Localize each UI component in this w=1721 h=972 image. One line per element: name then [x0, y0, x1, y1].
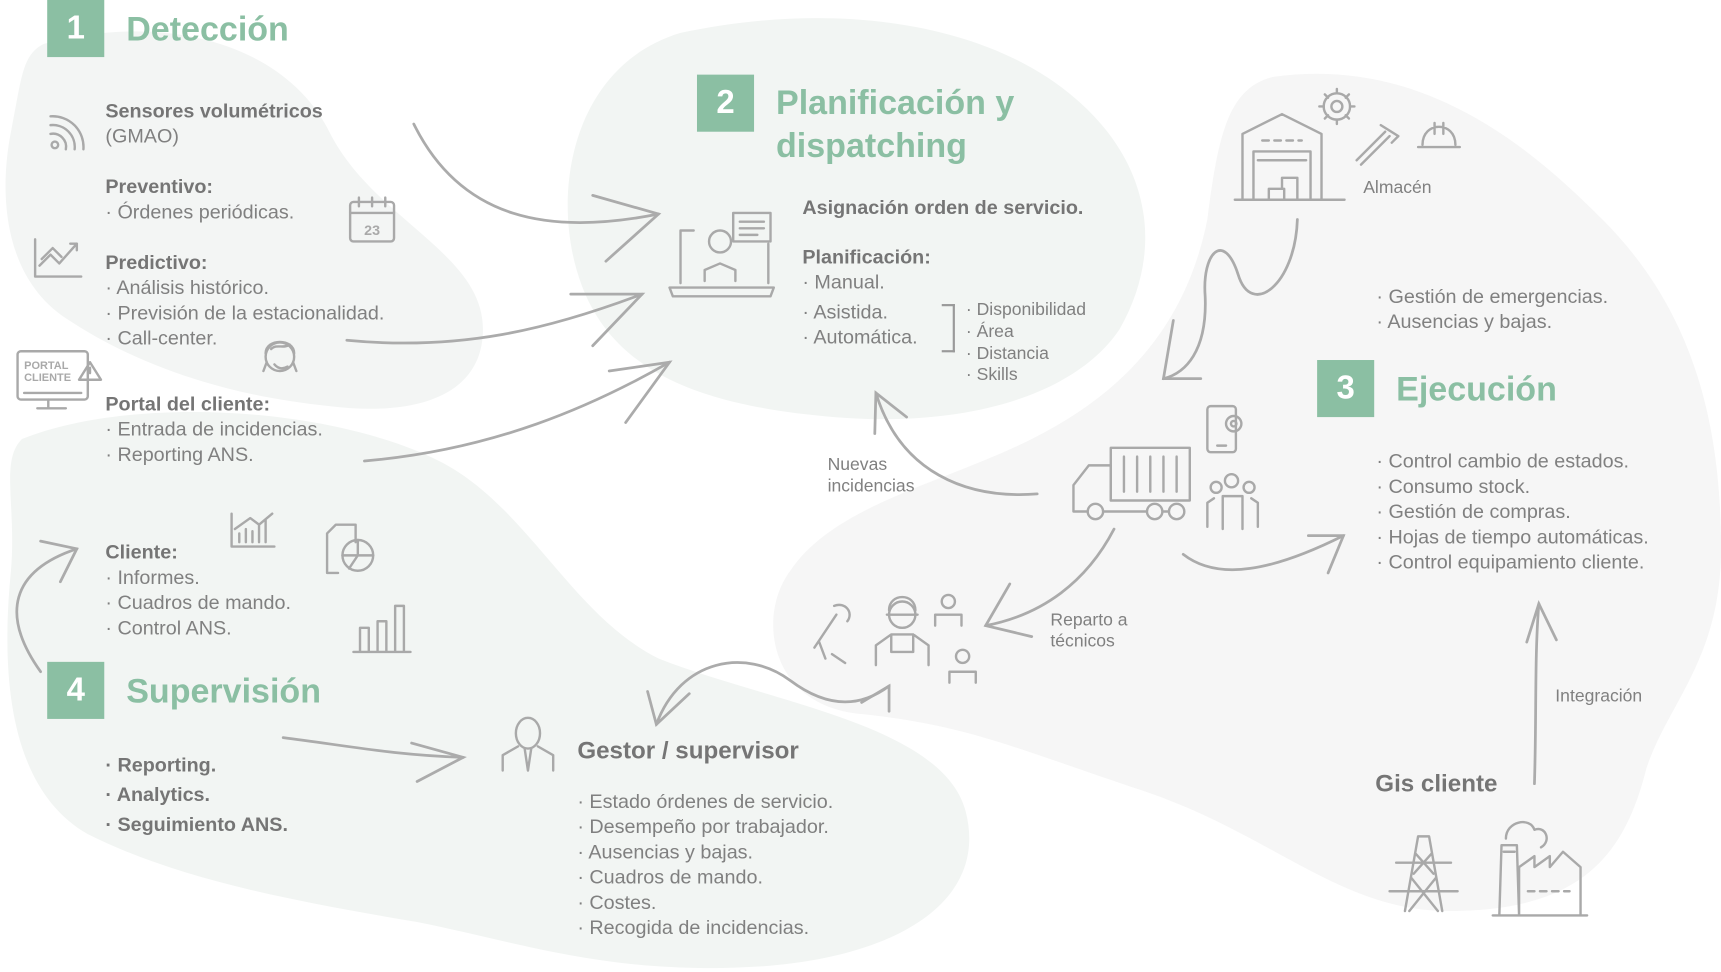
supervision-item: · Analytics.	[105, 783, 211, 806]
gis-client-title: Gis cliente	[1375, 769, 1498, 797]
execution-item: · Hojas de tiempo automáticas.	[1376, 525, 1649, 548]
manager-title: Gestor / supervisor	[577, 736, 799, 764]
predictive-title: Predictivo:	[105, 251, 208, 274]
sensors-subtitle: (GMAO)	[105, 125, 179, 148]
wifi-sensor-icon	[49, 115, 85, 151]
planning-title-line1: Planificación y	[776, 83, 1015, 122]
truck-icon	[1072, 446, 1192, 521]
sensors-title: Sensores volumétricos	[105, 99, 323, 122]
planning-item: · Manual.	[802, 271, 885, 294]
supervision-item: · Reporting.	[105, 754, 217, 777]
calendar-day: 23	[364, 223, 380, 239]
pipe-wrench-icon	[1355, 123, 1400, 166]
execution-title: Ejecución	[1396, 369, 1557, 409]
portal-title: Portal del cliente:	[105, 392, 271, 415]
client-item: · Cuadros de mando.	[105, 591, 291, 614]
arrow-truck-to-execution	[1181, 534, 1346, 575]
criteria-item: · Distancia	[965, 344, 1049, 364]
dispatch-label: Reparto a	[1050, 611, 1128, 631]
preventive-item: · Órdenes periódicas.	[105, 200, 295, 223]
preventive-title: Preventivo:	[105, 175, 213, 198]
factory-icon	[1491, 820, 1589, 917]
arrow-manager-technicians	[646, 661, 891, 727]
planning-item: · Asistida.	[802, 300, 888, 323]
portal-item: · Entrada de incidencias.	[105, 418, 323, 441]
predictive-item: · Análisis histórico.	[105, 276, 269, 299]
arrow-warehouse-to-truck	[1161, 218, 1299, 381]
mobile-settings-icon	[1206, 404, 1243, 454]
integration-label: Integración	[1555, 687, 1643, 706]
warehouse-label: Almacén	[1363, 178, 1432, 198]
report-chart-icon	[230, 512, 276, 548]
client-item: · Informes.	[105, 566, 200, 589]
detection-number-badge: 1	[47, 0, 105, 58]
manager-item: · Cuadros de mando.	[577, 866, 763, 888]
manager-item: · Desempeño por trabajador.	[577, 815, 829, 838]
arrow-loop-to-client	[15, 539, 79, 674]
execution-item: · Control equipamiento cliente.	[1376, 550, 1645, 573]
manager-item: · Costes.	[577, 891, 657, 914]
manager-avatar-icon	[501, 716, 555, 772]
bar-chart-icon	[352, 604, 412, 654]
client-title: Cliente:	[105, 541, 178, 564]
hard-hat-icon	[1416, 121, 1462, 149]
supervision-blob	[7, 411, 970, 969]
assignment-title: Asignación orden de servicio.	[802, 196, 1084, 219]
manager-item: · Recogida de incidencias.	[577, 916, 810, 939]
execution-top-item: · Gestión de emergencias.	[1376, 285, 1609, 308]
criteria-bracket	[941, 304, 955, 353]
arrow-supervision-to-manager	[281, 736, 467, 783]
manager-item: · Estado órdenes de servicio.	[577, 790, 834, 813]
arrow-dispatch-technicians	[983, 527, 1116, 638]
predictive-item: · Previsión de la estacionalidad.	[105, 301, 385, 324]
detection-title: Detección	[126, 9, 289, 49]
gear-icon	[1318, 87, 1356, 126]
dispatch-label: técnicos	[1050, 632, 1115, 651]
technicians-icon	[813, 593, 977, 684]
criteria-item: · Disponibilidad	[965, 300, 1086, 320]
supervision-item: · Seguimiento ANS.	[105, 813, 288, 836]
arrow-predictive-to-planning	[345, 292, 646, 348]
call-center-agent-icon	[262, 340, 298, 373]
supervision-title: Supervisión	[126, 671, 321, 711]
client-portal-monitor-icon	[16, 350, 103, 410]
warehouse-icon	[1233, 112, 1346, 201]
execution-item: · Control cambio de estados.	[1376, 450, 1629, 472]
detection-blob	[5, 31, 483, 409]
arrow-new-incidents	[873, 390, 1039, 496]
planning-item: · Automática.	[802, 325, 918, 348]
new-incidents-label: Nuevas	[827, 455, 888, 475]
manager-item: · Ausencias y bajas.	[577, 840, 754, 863]
criteria-item: · Skills	[965, 365, 1018, 385]
planning-subtitle: Planificación:	[802, 245, 931, 268]
team-icon	[1206, 472, 1260, 531]
pie-document-icon	[325, 523, 375, 575]
electric-tower-icon	[1388, 835, 1459, 913]
execution-top-item: · Ausencias y bajas.	[1376, 310, 1553, 333]
portal-icon-label-2: CLIENTE	[24, 372, 71, 384]
criteria-item: · Área	[965, 322, 1014, 342]
execution-item: · Gestión de compras.	[1376, 500, 1571, 523]
planning-number-badge: 2	[696, 74, 755, 132]
trend-chart-icon	[33, 238, 83, 278]
arrow-integration	[1525, 599, 1558, 786]
execution-item: · Consumo stock.	[1376, 475, 1531, 498]
laptop-operator-icon	[668, 211, 776, 298]
portal-item: · Reporting ANS.	[105, 443, 254, 466]
arrow-portal-to-planning	[363, 360, 673, 463]
arrow-sensors-to-planning	[412, 122, 662, 263]
predictive-item: · Call-center.	[105, 327, 218, 350]
calendar-icon	[348, 196, 396, 243]
portal-icon-label-1: PORTAL	[24, 360, 69, 372]
supervision-number-badge: 4	[47, 661, 105, 719]
planning-title-line2: dispatching	[776, 126, 967, 165]
client-item: · Control ANS.	[105, 616, 232, 639]
execution-number-badge: 3	[1317, 360, 1375, 418]
new-incidents-label: incidencias	[827, 477, 915, 497]
